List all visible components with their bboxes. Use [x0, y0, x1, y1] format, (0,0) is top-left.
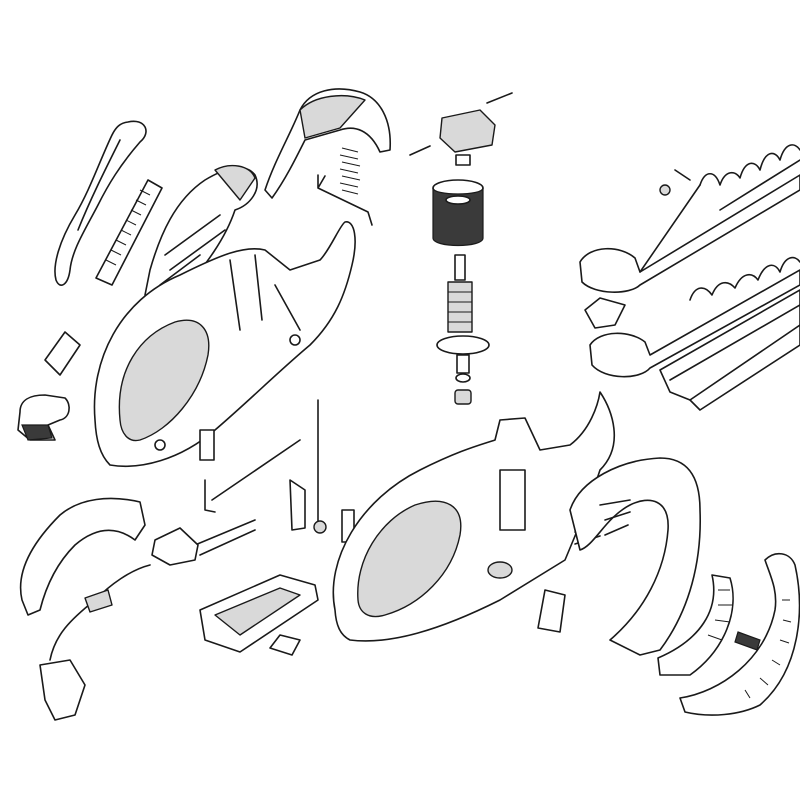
armature [447, 254, 473, 333]
lower-blade [584, 256, 800, 378]
bearing [454, 373, 472, 405]
rear-handle [19, 497, 146, 616]
stator [432, 179, 484, 247]
switch-box [151, 527, 199, 566]
upper-blade [579, 144, 800, 293]
fan [436, 335, 490, 374]
power-cord [39, 564, 151, 721]
bracket [317, 174, 373, 226]
front-guard [679, 552, 800, 716]
blade-guard [659, 289, 800, 411]
brush-holder [409, 92, 513, 166]
right-housing-half [332, 391, 616, 642]
top-handle-cover [264, 88, 391, 199]
strap-handle [54, 120, 147, 286]
front-handle [569, 457, 702, 656]
rods [194, 399, 355, 556]
switch-trigger [17, 394, 70, 441]
spring [339, 147, 361, 195]
left-housing-half [93, 221, 356, 468]
label [44, 331, 566, 656]
base-plate [199, 574, 319, 653]
grip-strip [95, 179, 163, 286]
